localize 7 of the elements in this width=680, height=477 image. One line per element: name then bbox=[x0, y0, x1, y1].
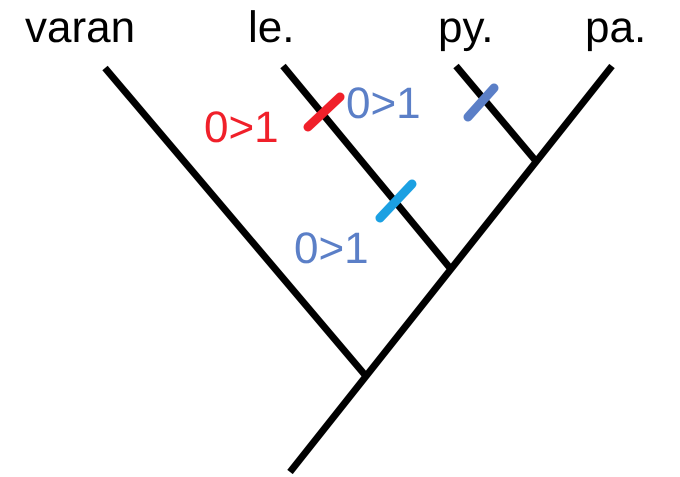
character-change-label: 0>1 bbox=[294, 227, 369, 271]
taxon-label: varan bbox=[25, 6, 136, 50]
taxon-label: le. bbox=[248, 6, 294, 50]
taxon-label: py. bbox=[438, 6, 494, 50]
character-change-label: 0>1 bbox=[346, 82, 421, 126]
taxon-label: pa. bbox=[585, 6, 646, 50]
character-change-label: 0>1 bbox=[204, 106, 279, 150]
